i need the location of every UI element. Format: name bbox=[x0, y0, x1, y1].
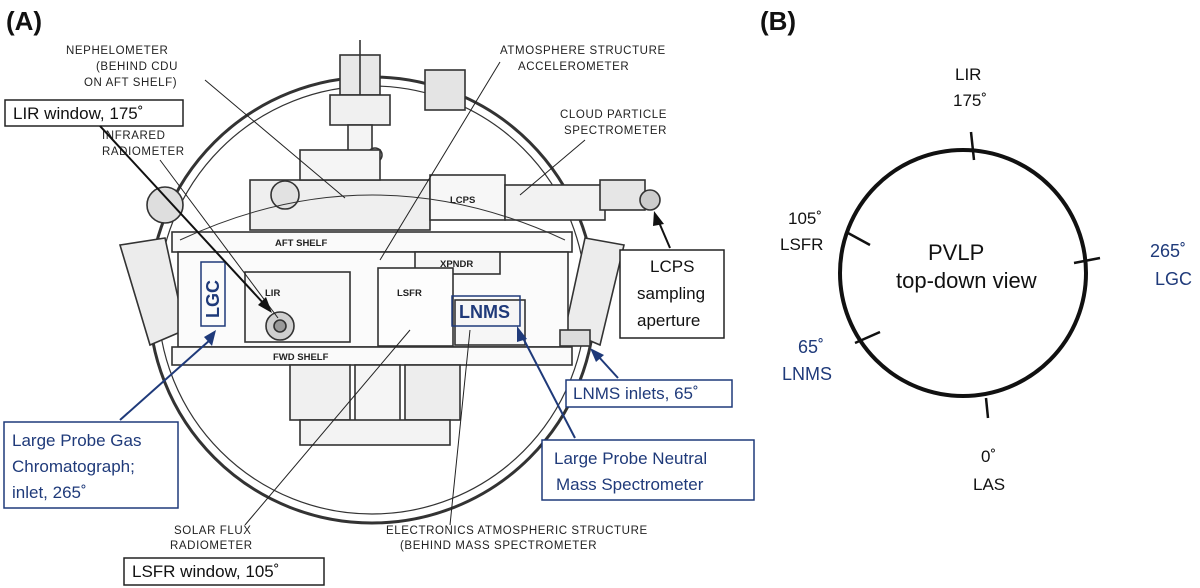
panel-b-label: (B) bbox=[760, 6, 796, 36]
lgc-info-line1: Large Probe Gas bbox=[12, 431, 141, 450]
infrared-radiometer-callout: INFRARED RADIOMETER bbox=[102, 130, 185, 158]
lsfr-position-angle: 105˚ bbox=[788, 209, 822, 228]
lnms-arrow bbox=[521, 335, 576, 439]
lcps-aperture-line1: LCPS bbox=[650, 257, 694, 276]
svg-text:(BEHIND CDU: (BEHIND CDU bbox=[96, 61, 178, 73]
lnms-inner-label: LNMS bbox=[459, 302, 510, 322]
svg-text:ELECTRONICS ATMOSPHERIC STRUCT: ELECTRONICS ATMOSPHERIC STRUCTURE bbox=[386, 525, 648, 537]
nephelometer-callout: NEPHELOMETER (BEHIND CDU ON AFT SHELF) bbox=[66, 45, 178, 89]
svg-text:ACCELEROMETER: ACCELEROMETER bbox=[518, 61, 629, 73]
lgc-inner-label: LGC bbox=[203, 280, 223, 318]
svg-text:SOLAR FLUX: SOLAR FLUX bbox=[174, 525, 252, 537]
svg-text:INFRARED: INFRARED bbox=[102, 130, 166, 142]
lcps-aperture-box bbox=[619, 249, 725, 339]
svg-text:SPECTROMETER: SPECTROMETER bbox=[564, 125, 667, 137]
lgc-arrow bbox=[119, 339, 211, 421]
lgc-position-angle: 265˚ bbox=[1150, 241, 1186, 261]
aft-shelf-label: AFT SHELF bbox=[275, 238, 327, 249]
pvlp-subtitle: top-down view bbox=[896, 268, 1037, 293]
tick-lir bbox=[969, 131, 976, 161]
lnms-inner-box bbox=[451, 295, 521, 327]
lsfr-label: LSFR bbox=[397, 288, 422, 299]
xpndr-label: XPNDR bbox=[440, 259, 473, 270]
lnms-inlets-label: LNMS inlets, 65˚ bbox=[573, 384, 699, 403]
pvlp-ring bbox=[838, 148, 1088, 398]
lsfr-position-name: LSFR bbox=[780, 235, 823, 254]
lcps-aperture-line2: sampling bbox=[637, 284, 705, 303]
svg-text:ATMOSPHERE STRUCTURE: ATMOSPHERE STRUCTURE bbox=[500, 45, 666, 57]
lnms-info-line1: Large Probe Neutral bbox=[554, 449, 707, 468]
ring-ticks bbox=[847, 131, 1101, 419]
lnms-position-name: LNMS bbox=[782, 364, 832, 384]
tick-lsfr bbox=[847, 231, 871, 247]
svg-text:NEPHELOMETER: NEPHELOMETER bbox=[66, 45, 168, 57]
svg-text:(BEHIND MASS SPECTROMETER: (BEHIND MASS SPECTROMETER bbox=[400, 540, 597, 552]
accelerometer-callout: ATMOSPHERE STRUCTURE ACCELEROMETER bbox=[500, 45, 666, 73]
lgc-inner-box bbox=[200, 261, 226, 327]
lir-window-arrow bbox=[99, 125, 266, 306]
lnms-inlets-box bbox=[565, 379, 733, 408]
lsfr-window-box bbox=[123, 557, 325, 586]
tick-lgc bbox=[1073, 256, 1101, 265]
svg-text:ON AFT SHELF): ON AFT SHELF) bbox=[84, 77, 177, 89]
lnms-info-line2: Mass Spectrometer bbox=[556, 475, 704, 494]
lgc-info-line2: Chromatograph; bbox=[12, 457, 135, 476]
lgc-position-name: LGC bbox=[1155, 269, 1192, 289]
svg-text:RADIOMETER: RADIOMETER bbox=[102, 146, 185, 158]
las-position-name: LAS bbox=[973, 475, 1005, 494]
lnms-position-angle: 65˚ bbox=[798, 337, 824, 357]
lir-position-angle: 175˚ bbox=[953, 91, 987, 110]
panel-a-label: (A) bbox=[6, 6, 42, 36]
las-position-angle: 0˚ bbox=[981, 447, 996, 466]
fwd-shelf-label: FWD SHELF bbox=[273, 352, 329, 363]
lnms-inlets-arrow bbox=[597, 355, 619, 379]
lnms-info-box bbox=[541, 439, 755, 501]
lsfr-window-label: LSFR window, 105˚ bbox=[132, 562, 279, 581]
solar-flux-callout: SOLAR FLUX RADIOMETER bbox=[170, 525, 253, 552]
svg-text:CLOUD PARTICLE: CLOUD PARTICLE bbox=[560, 109, 667, 121]
tick-lnms bbox=[854, 330, 881, 345]
electronics-callout: ELECTRONICS ATMOSPHERIC STRUCTURE (BEHIN… bbox=[386, 525, 648, 552]
cloud-particle-callout: CLOUD PARTICLE SPECTROMETER bbox=[560, 109, 667, 137]
tick-las bbox=[984, 397, 990, 419]
leader-lines bbox=[159, 61, 586, 526]
lir-window-box bbox=[4, 99, 184, 127]
lcps-aperture-line3: aperture bbox=[637, 311, 700, 330]
svg-text:RADIOMETER: RADIOMETER bbox=[170, 540, 253, 552]
lir-label: LIR bbox=[265, 288, 280, 299]
lgc-info-box bbox=[3, 421, 179, 509]
lgc-info-line3: inlet, 265˚ bbox=[12, 483, 87, 502]
lir-window-label: LIR window, 175˚ bbox=[13, 104, 143, 123]
pvlp-title: PVLP bbox=[928, 240, 984, 265]
lir-position-name: LIR bbox=[955, 65, 981, 84]
lcps-label: LCPS bbox=[450, 195, 475, 206]
